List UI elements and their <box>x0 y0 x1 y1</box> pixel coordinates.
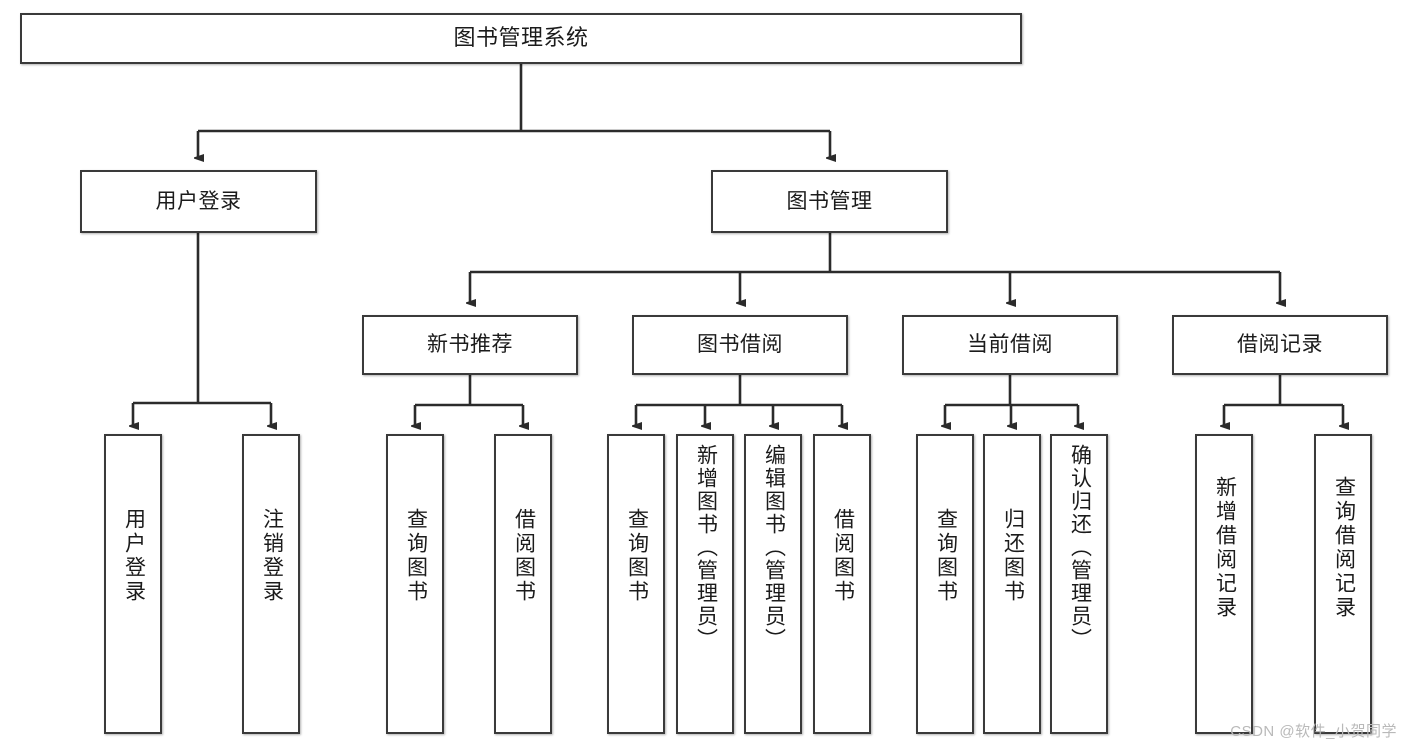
node-label: 图书管理系统 <box>453 25 589 51</box>
node-label: 当前借阅 <box>967 333 1053 357</box>
leaf-add-record[interactable]: 新增借阅记录 <box>1195 434 1253 734</box>
leaf-edit-book[interactable]: 编辑图书（管理员） <box>744 434 802 734</box>
leaf-query-book-1[interactable]: 查询图书 <box>386 434 444 734</box>
node-label: 用户登录 <box>122 508 146 604</box>
node-book-management[interactable]: 图书管理 <box>711 170 948 233</box>
leaf-add-book[interactable]: 新增图书（管理员） <box>676 434 734 734</box>
node-label: 注销登录 <box>260 508 284 604</box>
node-label: 借阅图书 <box>831 508 855 604</box>
node-label: 确认归还（管理员） <box>1068 444 1092 651</box>
leaf-user-login[interactable]: 用户登录 <box>104 434 162 734</box>
leaf-confirm-return[interactable]: 确认归还（管理员） <box>1050 434 1108 734</box>
leaf-query-book-2[interactable]: 查询图书 <box>607 434 665 734</box>
leaf-query-book-3[interactable]: 查询图书 <box>916 434 974 734</box>
node-borrow-record[interactable]: 借阅记录 <box>1172 315 1388 375</box>
node-label: 借阅记录 <box>1237 333 1323 357</box>
leaf-return-book[interactable]: 归还图书 <box>983 434 1041 734</box>
node-label: 查询图书 <box>625 508 649 604</box>
node-label: 归还图书 <box>1001 508 1025 604</box>
leaf-borrow-book-1[interactable]: 借阅图书 <box>494 434 552 734</box>
node-label: 新增图书（管理员） <box>694 444 718 651</box>
node-label: 查询图书 <box>934 508 958 604</box>
leaf-borrow-book-2[interactable]: 借阅图书 <box>813 434 871 734</box>
watermark-text: CSDN @软件_小贺同学 <box>1230 723 1397 740</box>
leaf-query-record[interactable]: 查询借阅记录 <box>1314 434 1372 734</box>
node-current-borrow[interactable]: 当前借阅 <box>902 315 1118 375</box>
node-label: 用户登录 <box>155 189 242 213</box>
node-label: 新书推荐 <box>427 333 513 357</box>
node-user-login[interactable]: 用户登录 <box>80 170 317 233</box>
node-new-book-recommend[interactable]: 新书推荐 <box>362 315 578 375</box>
node-label: 图书管理 <box>786 189 873 213</box>
leaf-logout-login[interactable]: 注销登录 <box>242 434 300 734</box>
node-label: 图书借阅 <box>697 333 783 357</box>
node-book-borrow[interactable]: 图书借阅 <box>632 315 848 375</box>
node-label: 新增借阅记录 <box>1213 476 1237 620</box>
node-label: 借阅图书 <box>512 508 536 604</box>
node-root-system[interactable]: 图书管理系统 <box>20 13 1022 64</box>
node-label: 查询图书 <box>404 508 428 604</box>
node-label: 编辑图书（管理员） <box>762 444 786 651</box>
node-label: 查询借阅记录 <box>1332 476 1356 620</box>
